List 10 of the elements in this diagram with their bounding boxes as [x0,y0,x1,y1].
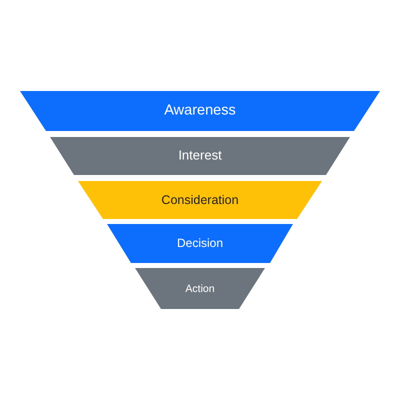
funnel-stage [135,268,265,309]
stage-label: Consideration [161,192,239,208]
funnel-stage [50,137,350,175]
funnel-stage [20,91,380,131]
stage-label: Interest [178,148,222,164]
funnel-stage [78,181,322,219]
stage-label: Action [185,282,215,295]
stage-label: Decision [176,236,224,250]
stage-label: Awareness [164,102,236,120]
funnel-stage [107,224,293,263]
